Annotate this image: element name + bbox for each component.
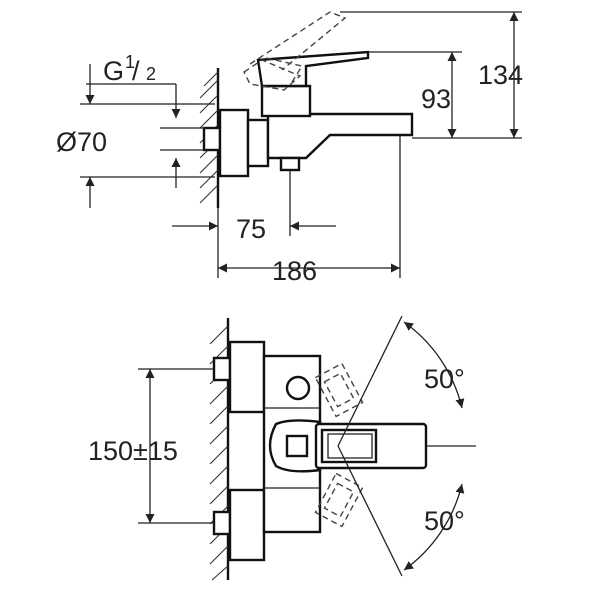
projection-total-label: 186 xyxy=(272,256,317,286)
center-distance-dimension: 150±15 xyxy=(88,368,214,524)
center-distance-label: 150±15 xyxy=(88,436,178,466)
height-total-label: 134 xyxy=(478,60,523,90)
diameter-dimension: Ø70 xyxy=(56,64,215,208)
thread-slash: / xyxy=(132,56,140,86)
thread-denominator: 2 xyxy=(146,64,156,84)
outlet-front xyxy=(285,434,309,458)
projection-outlet-label: 75 xyxy=(236,214,266,244)
angle-down-label: 50° xyxy=(424,506,465,536)
inlet-stub-top xyxy=(212,356,232,382)
lever-handle-window xyxy=(320,428,378,464)
diverter-knob xyxy=(285,375,311,401)
diameter-label: Ø70 xyxy=(56,127,107,157)
outlet-aerator xyxy=(279,156,301,172)
thread-prefix: G xyxy=(103,56,124,86)
lever-phantom-positions xyxy=(243,11,347,91)
front-view: 150±15 50° 50° xyxy=(88,315,476,581)
thread-numerator: 1 xyxy=(125,52,135,72)
angle-dimensions: 50° 50° xyxy=(337,315,476,577)
spout xyxy=(266,112,414,160)
projection-dimensions: 75 186 xyxy=(172,135,401,286)
height-dimensions: 93 134 xyxy=(340,11,523,139)
mixer-body xyxy=(246,118,270,168)
angle-up-label: 50° xyxy=(424,364,465,394)
cover-plate-top xyxy=(228,340,266,414)
lever-phantom-front xyxy=(314,362,364,528)
lever-handle xyxy=(256,50,370,88)
inlet-stub xyxy=(202,126,222,152)
height-spout-label: 93 xyxy=(421,84,451,114)
lever-handle-window-inner xyxy=(327,433,373,459)
cover-plate xyxy=(218,108,250,178)
thread-dimension: G 1 / 2 xyxy=(86,52,206,188)
side-view: G 1 / 2 Ø70 93 134 xyxy=(56,11,523,286)
cover-plate-bottom xyxy=(228,488,266,562)
inlet-stub-bottom xyxy=(212,510,232,536)
lever-housing xyxy=(260,84,312,118)
